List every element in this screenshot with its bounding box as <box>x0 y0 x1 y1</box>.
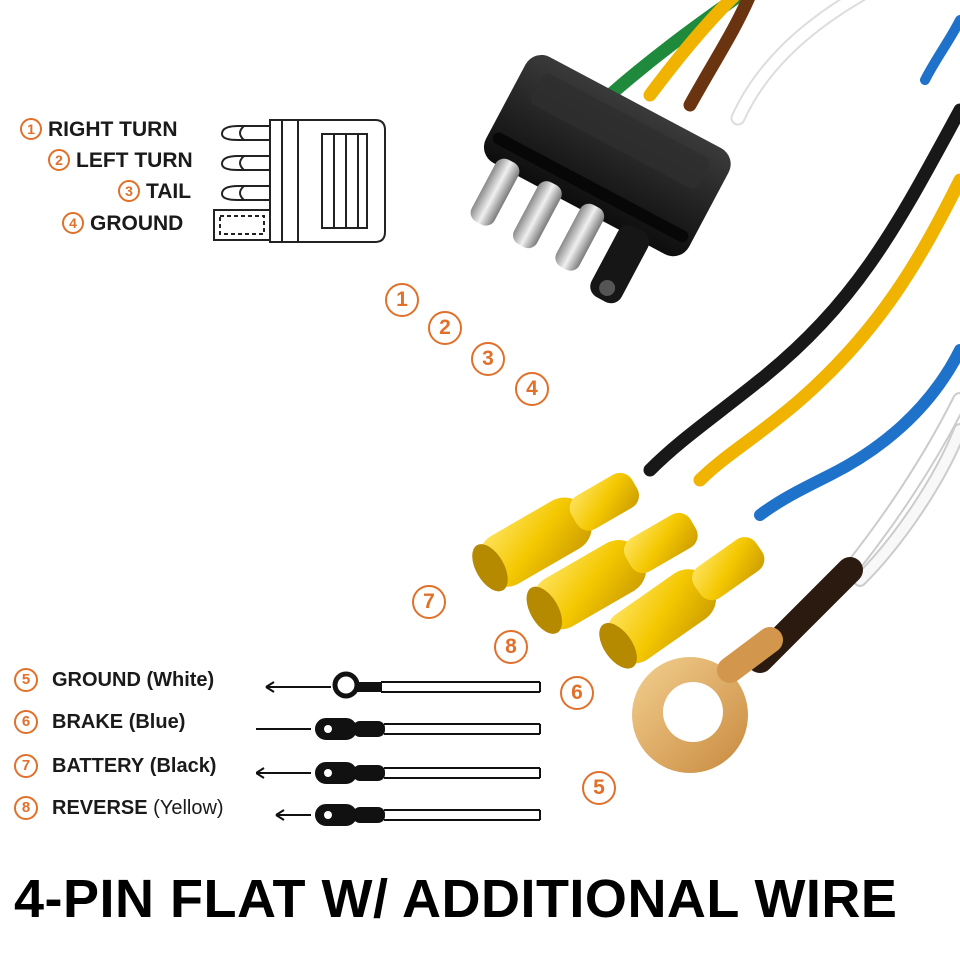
wire-name: REVERSE <box>52 797 148 819</box>
wire-legend-row-8: 8 REVERSE (Yellow) <box>14 796 224 820</box>
ring-terminal <box>632 557 863 773</box>
wire-name: GROUND <box>52 669 141 691</box>
spade-terminal-symbol-8 <box>275 804 541 826</box>
callout-7: 7 <box>412 585 446 619</box>
yellow-terminal-7 <box>472 472 639 592</box>
pin-legend-row-1: 1 RIGHT TURN <box>20 118 178 142</box>
pin-legend-row-3: 3 TAIL <box>118 180 191 204</box>
connector-pins <box>470 158 650 304</box>
wire-color: (Black) <box>149 755 217 777</box>
yellow-terminal-6 <box>599 537 765 669</box>
callout-4: 4 <box>515 372 549 406</box>
pin-label: TAIL <box>146 180 192 203</box>
wire-legend-row-6: 6 BRAKE (Blue) <box>14 710 185 734</box>
wire-color: (White) <box>146 669 215 691</box>
wire-color: (Yellow) <box>153 797 224 819</box>
yellow-terminal-8 <box>526 512 698 634</box>
pin-number-badge: 4 <box>62 212 84 234</box>
callout-2: 2 <box>428 311 462 345</box>
wire-legend-row-5: 5 GROUND (White) <box>14 668 214 692</box>
pin-number-badge: 3 <box>118 180 140 202</box>
pin-label: GROUND <box>90 212 184 235</box>
pin-label: RIGHT TURN <box>48 118 178 141</box>
wire-legend-symbols <box>256 671 541 826</box>
wire-name: BATTERY <box>52 755 145 777</box>
wire-number-badge: 8 <box>14 796 38 820</box>
callout-8: 8 <box>494 630 528 664</box>
wire-number-badge: 5 <box>14 668 38 692</box>
ring-terminal-symbol <box>265 671 541 699</box>
wire-number-badge: 7 <box>14 754 38 778</box>
page-title: 4-PIN FLAT W/ ADDITIONAL WIRE <box>14 869 898 929</box>
connector-wires <box>603 0 866 126</box>
callout-6: 6 <box>560 676 594 710</box>
callout-5: 5 <box>582 771 616 805</box>
pin-legend-row-2: 2 LEFT TURN <box>48 149 193 173</box>
pin-number-badge: 2 <box>48 149 70 171</box>
wire-name: BRAKE <box>52 711 124 733</box>
terminal-wires <box>643 15 960 587</box>
pin-legend-row-4: 4 GROUND <box>62 212 183 236</box>
spade-terminal-symbol-6 <box>256 718 541 740</box>
wire-legend-row-7: 7 BATTERY (Black) <box>14 754 216 778</box>
callout-3: 3 <box>471 342 505 376</box>
wire-color: (Blue) <box>128 711 186 733</box>
pin-label: LEFT TURN <box>76 149 193 172</box>
pin-number-badge: 1 <box>20 118 42 140</box>
four-pin-connector <box>470 54 731 304</box>
callout-1: 1 <box>385 283 419 317</box>
connector-schematic <box>213 119 386 243</box>
wire-number-badge: 6 <box>14 710 38 734</box>
spade-terminal-symbol-7 <box>256 762 541 784</box>
